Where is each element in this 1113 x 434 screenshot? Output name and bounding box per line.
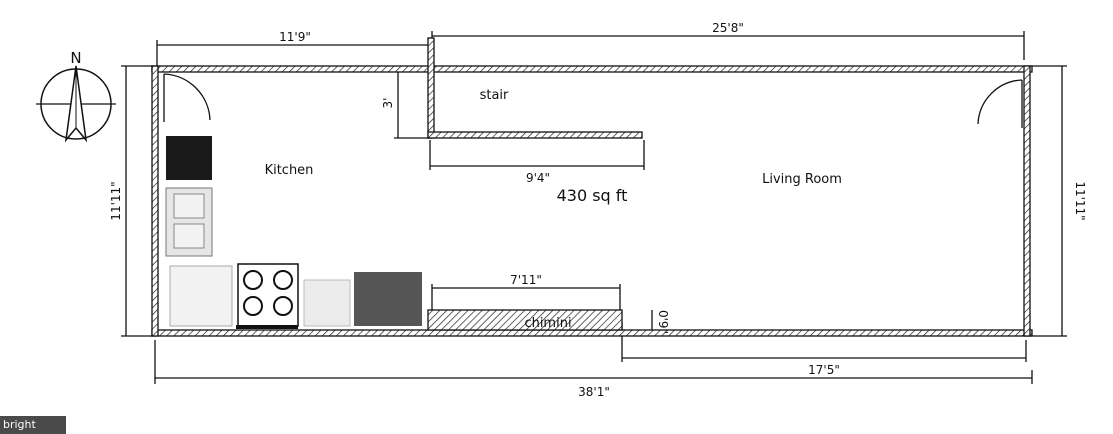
wall-bottom [151,329,1033,337]
refrigerator-icon [166,136,212,180]
dim-bottom-total: 38'1" [578,385,610,399]
dim-left-height: 11'11" [109,181,123,220]
room-label-kitchen: Kitchen [265,163,314,178]
compass: N [36,49,116,143]
dim-top-left: 11'9" [279,30,311,44]
dim-chimney-width: 7'11" [510,273,542,287]
counter-icon [169,265,233,327]
walls [151,37,1033,337]
cabinet-icon [354,272,422,326]
room-label-chimney: chimini [524,316,571,331]
door-kitchen-icon [163,73,211,122]
room-label-living-room: Living Room [762,172,842,187]
area-label: 430 sq ft [557,186,628,205]
stair-wall-horizontal [427,131,643,139]
watermark-logo: bright [0,416,66,434]
stair-wall-vertical [427,37,435,139]
doors [163,73,1023,128]
dim-stair-width: 9'4" [526,171,550,185]
wall-right [1023,65,1031,337]
dim-stair-height: 3' [381,98,395,109]
chimney-wall [427,309,623,331]
dim-lower-right: 17'5" [808,363,840,377]
dim-top-right: 25'8" [712,21,744,35]
north-label: N [70,49,81,67]
kitchen-fixtures [165,136,422,329]
dim-right-height: 11'11" [1073,181,1087,220]
door-living-room-icon [977,79,1023,128]
dishwasher-icon [303,279,351,327]
dim-chimney-depth: 0'9" [656,310,670,334]
wall-left [151,65,159,337]
wall-top [151,65,1033,73]
room-label-stair: stair [480,88,509,103]
stove-icon [237,263,299,327]
